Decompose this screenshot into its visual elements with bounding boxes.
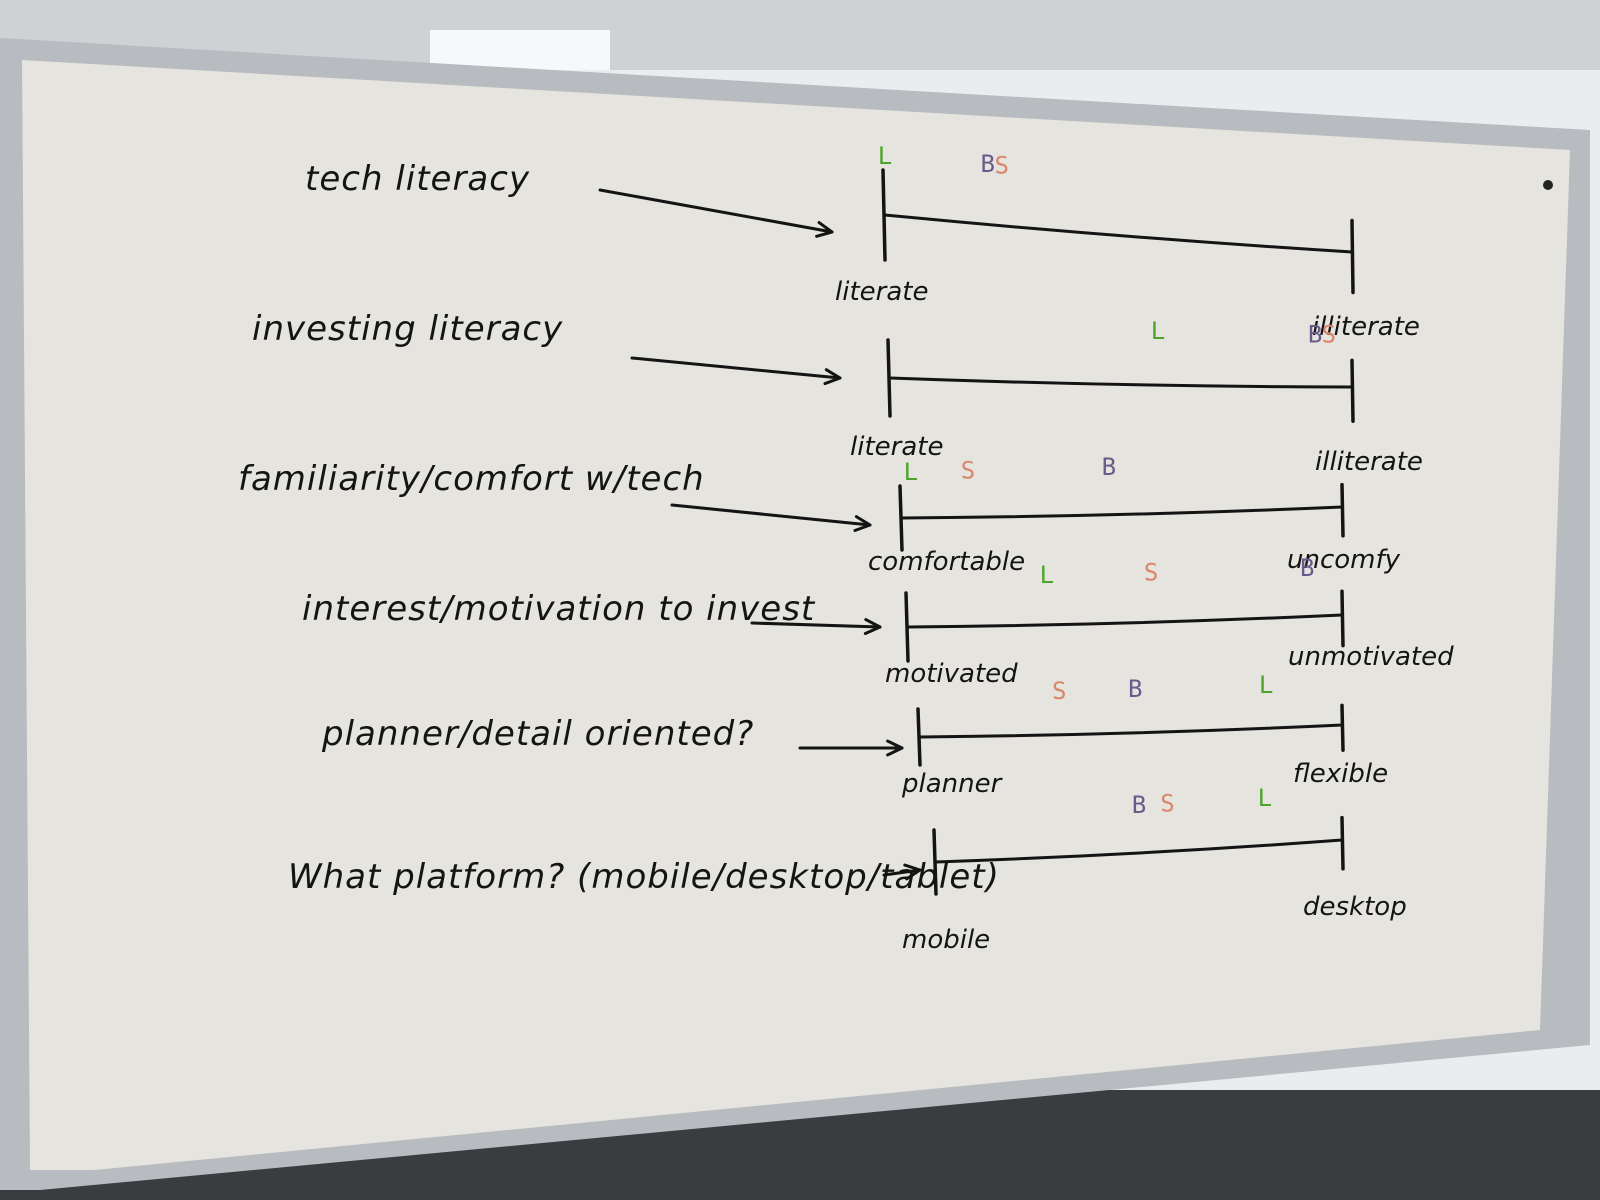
scale-line	[934, 838, 1344, 864]
arrow-head	[863, 618, 882, 636]
scale-row: What platform? (mobile/desktop/tablet) mo…	[288, 784, 1407, 955]
scale-right-tick	[1340, 703, 1345, 752]
marker-l: L	[1151, 317, 1165, 345]
scale-line	[888, 376, 1354, 389]
scale-left-pole: mobile	[902, 925, 990, 955]
arrow-head	[853, 515, 872, 532]
scale-row: familiarity/comfort w/tech comfortable unc…	[238, 453, 1401, 577]
scale-left-pole: literate	[835, 277, 928, 307]
scale-line	[918, 723, 1344, 739]
arrow-line	[670, 503, 872, 527]
marker-s: S	[1322, 321, 1336, 349]
marker-l: L	[1258, 784, 1272, 812]
scale-left-pole: comfortable	[868, 547, 1025, 577]
arrow-line	[598, 188, 834, 234]
marker-s: S	[1052, 677, 1066, 705]
arrow-head	[903, 863, 922, 881]
scale-row: planner/detail oriented? planner flexible S…	[321, 671, 1388, 799]
scale-left-tick	[898, 484, 904, 552]
scale-left-tick	[932, 828, 938, 896]
marker-l: L	[1040, 561, 1054, 589]
scale-right-tick	[1350, 358, 1355, 423]
arrow-line	[882, 868, 922, 877]
marker-b: B	[1132, 791, 1146, 819]
scale-left-tick	[881, 168, 887, 262]
arrow-line	[750, 621, 882, 629]
marker-s: S	[1144, 558, 1158, 586]
scale-right-pole: unmotivated	[1288, 642, 1454, 672]
marker-b: B	[1308, 320, 1322, 348]
marker-s: S	[1160, 789, 1174, 817]
board-surface	[22, 60, 1570, 1170]
marker-s: S	[961, 456, 975, 484]
scale-left-tick	[916, 707, 922, 767]
scale-question: familiarity/comfort w/tech	[238, 459, 705, 499]
arrow-head	[815, 221, 834, 238]
arrow-line	[630, 356, 842, 380]
scale-line	[883, 213, 1354, 254]
arrow-head	[823, 368, 842, 386]
marker-b: B	[1102, 453, 1116, 481]
marker-l: L	[878, 142, 892, 170]
scale-row: interest/motivation to invest motivated un…	[302, 554, 1454, 689]
scale-right-tick	[1350, 218, 1355, 295]
scale-right-pole: flexible	[1293, 759, 1388, 789]
scale-right-pole: uncomfy	[1287, 545, 1401, 575]
scale-right-pole: illiterate	[1312, 312, 1420, 342]
marker-b: B	[1128, 675, 1142, 703]
scale-line	[906, 613, 1344, 629]
scale-question: planner/detail oriented?	[321, 714, 754, 754]
scale-question: tech literacy	[305, 159, 530, 199]
scale-left-pole: planner	[901, 769, 1004, 799]
marker-b: B	[981, 150, 995, 178]
scale-left-tick	[904, 591, 910, 663]
scale-left-pole: motivated	[885, 659, 1018, 689]
scale-right-pole: desktop	[1303, 892, 1407, 922]
scale-line	[900, 505, 1344, 520]
scale-right-tick	[1340, 815, 1345, 871]
board-magnet	[1543, 180, 1553, 190]
scale-left-pole: literate	[850, 432, 943, 462]
scale-question: investing literacy	[252, 309, 563, 349]
ceiling-light	[430, 30, 610, 70]
scale-question: What platform? (mobile/desktop/tablet)	[288, 857, 1000, 897]
marker-l: L	[1259, 671, 1273, 699]
scale-right-tick	[1340, 482, 1345, 538]
arrow-head	[886, 739, 904, 757]
marker-l: L	[904, 458, 918, 486]
scale-question: interest/motivation to invest	[302, 589, 816, 629]
marker-b: B	[1300, 554, 1314, 582]
marker-s: S	[995, 151, 1009, 179]
scale-right-tick	[1340, 589, 1345, 648]
scale-right-pole: illiterate	[1315, 447, 1423, 477]
scale-left-tick	[886, 338, 892, 418]
